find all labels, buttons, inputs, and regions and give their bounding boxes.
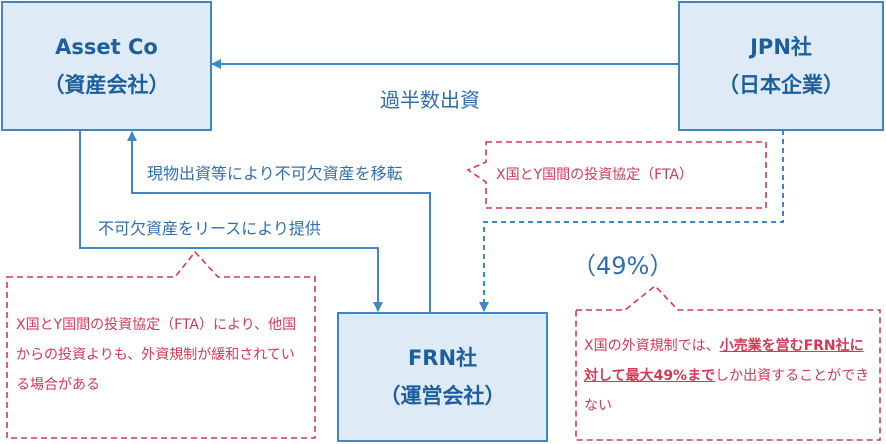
lease-arrow	[79, 130, 383, 312]
majority-investment-label: 過半数出資	[380, 88, 480, 112]
jpn-sub: （日本企業）	[718, 73, 844, 97]
jpn-box: JPN社 （日本企業）	[678, 1, 884, 131]
transfer-arrow	[127, 131, 431, 313]
frn-sub: （運営会社）	[379, 384, 506, 408]
asset-co-sub: （資産会社）	[43, 73, 170, 97]
fta-left-note: X国とY国間の投資協定（FTA）により、他国からの投資よりも、外資規制が緩和され…	[16, 317, 297, 393]
jpn-name: JPN社	[750, 35, 812, 59]
percentage-label: （49%）	[572, 252, 674, 280]
stake-arrow	[479, 130, 784, 312]
restriction-emphasis: 小売業を営むFRN社に対して最大49%まで	[584, 338, 864, 384]
asset-co-name: Asset Co	[55, 35, 158, 59]
restriction-callout	[575, 284, 881, 441]
restriction-text-1: X国の外資規制では、	[584, 338, 720, 354]
fta-top-note: X国とY国間の投資協定（FTA）	[496, 167, 693, 183]
in-kind-transfer-label: 現物出資等により不可欠資産を移転	[147, 164, 403, 183]
frn-name: FRN社	[407, 346, 478, 370]
restriction-text-2: しか出資することができない	[584, 368, 870, 414]
restriction-note: X国の外資規制では、小売業を営むFRN社に対して最大49%までしか出資することが…	[584, 331, 874, 421]
lease-label: 不可欠資産をリースにより提供	[98, 219, 321, 238]
asset-co-box: Asset Co （資産会社）	[1, 1, 212, 131]
frn-box: FRN社 （運営会社）	[337, 312, 548, 442]
fta-left-callout	[6, 250, 316, 439]
fta-top-callout	[466, 141, 767, 209]
